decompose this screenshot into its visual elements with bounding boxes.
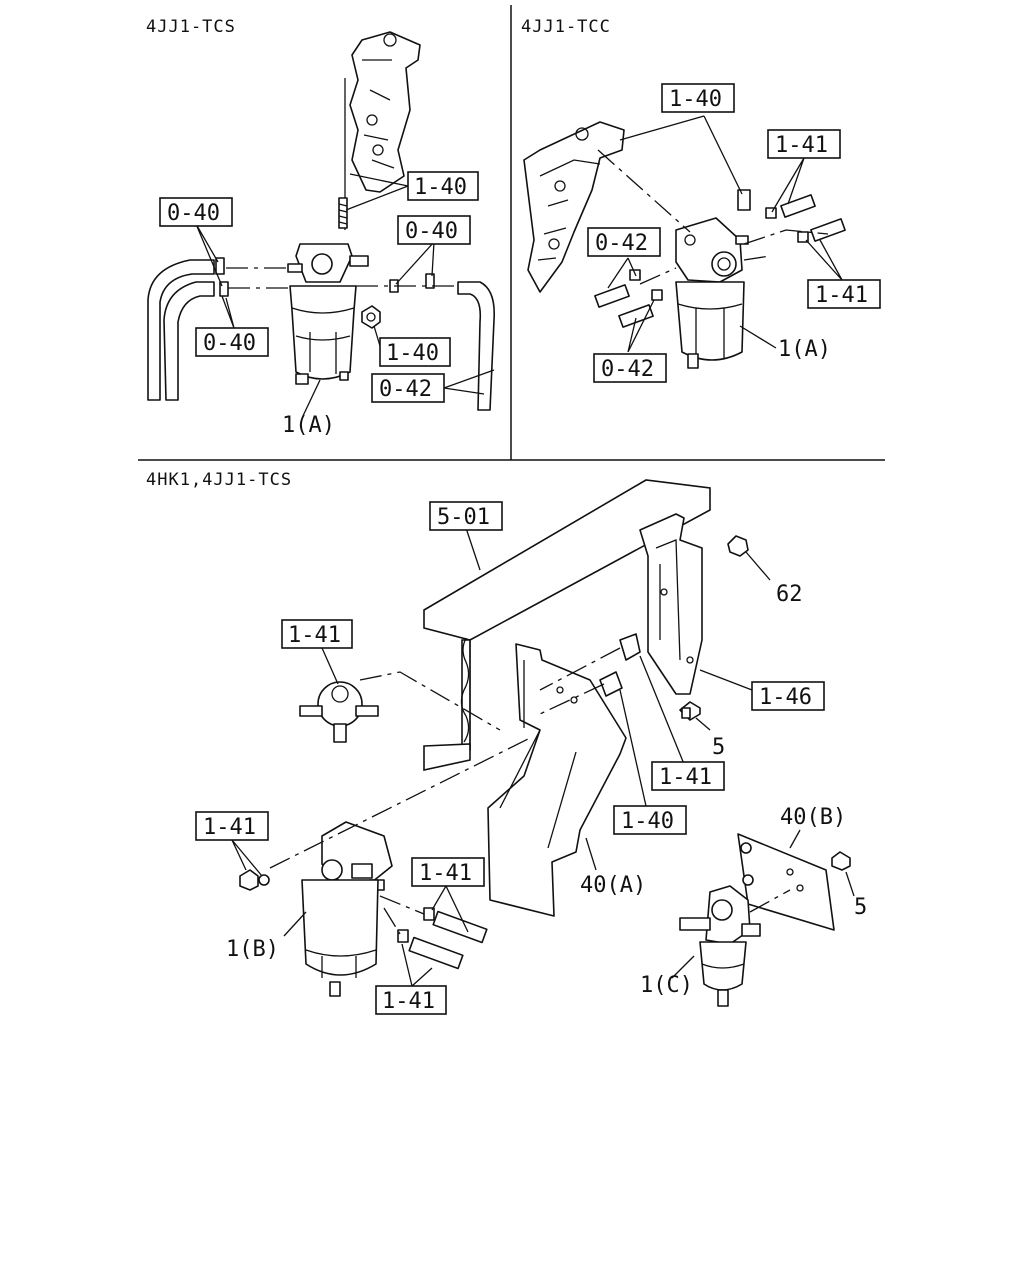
- ref-box-tr-1-40: [661, 83, 735, 113]
- bottom-assembly: [231, 479, 855, 1007]
- ref-box-b-1-41-e: [375, 985, 447, 1015]
- ref-label-b-1-41-d: 1-41: [419, 861, 472, 886]
- part-label-b-1b: 1(B): [226, 937, 279, 962]
- ref-label-tr-1-41-a: 1-41: [775, 133, 828, 158]
- ref-box-b-1-41-c: [195, 811, 269, 841]
- ref-label-tr-1-40: 1-40: [669, 87, 722, 112]
- ref-box-tl-0-40-b: [397, 215, 471, 245]
- ref-box-tr-1-41-b: [807, 279, 881, 309]
- ref-label-b-1-41-a: 1-41: [288, 623, 341, 648]
- ref-label-b-1-40: 1-40: [621, 809, 674, 834]
- ref-box-b-1-46: [751, 681, 825, 711]
- ref-box-tl-0-42: [371, 373, 445, 403]
- ref-box-b-1-40: [613, 805, 687, 835]
- ref-label-b-1-46: 1-46: [759, 685, 812, 710]
- part-label-b-62: 62: [776, 582, 803, 607]
- ref-box-tl-1-40-a: [407, 171, 479, 201]
- ref-label-tl-0-40-b: 0-40: [405, 219, 458, 244]
- ref-label-tl-0-40-c: 0-40: [203, 331, 256, 356]
- part-label-b-5-a: 5: [712, 735, 725, 760]
- ref-label-tl-0-42: 0-42: [379, 377, 432, 402]
- ref-box-b-5-01: [429, 501, 503, 531]
- ref-label-b-5-01: 5-01: [437, 505, 490, 530]
- ref-label-tr-0-42-a: 0-42: [595, 231, 648, 256]
- part-label-tl-1a: 1(A): [282, 413, 335, 438]
- ref-label-b-1-41-c: 1-41: [203, 815, 256, 840]
- ref-label-tl-1-40-a: 1-40: [414, 175, 467, 200]
- part-label-tr-1a: 1(A): [778, 337, 831, 362]
- ref-box-tr-0-42-b: [593, 353, 667, 383]
- section-title-top-right: 4JJ1-TCC: [521, 17, 611, 37]
- ref-box-tl-0-40-c: [195, 327, 269, 357]
- ref-box-tl-1-40-b: [379, 337, 451, 367]
- section-title-bottom: 4HK1,4JJ1-TCS: [146, 470, 292, 490]
- top-left-assembly: [147, 31, 496, 419]
- ref-box-b-1-41-a: [281, 619, 353, 649]
- ref-label-b-1-41-e: 1-41: [382, 989, 435, 1014]
- ref-box-b-1-41-b: [651, 761, 725, 791]
- ref-label-tr-1-41-b: 1-41: [815, 283, 868, 308]
- ref-label-tr-0-42-b: 0-42: [601, 357, 654, 382]
- part-label-b-40a: 40(A): [580, 873, 646, 898]
- ref-box-b-1-41-d: [411, 857, 485, 887]
- ref-box-tl-0-40-a: [159, 197, 233, 227]
- ref-label-b-1-41-b: 1-41: [659, 765, 712, 790]
- top-right-assembly: [523, 115, 846, 369]
- ref-box-tr-0-42-a: [587, 227, 661, 257]
- section-title-top-left: 4JJ1-TCS: [146, 17, 236, 37]
- part-label-b-5-b: 5: [854, 895, 867, 920]
- part-label-b-40b: 40(B): [780, 805, 846, 830]
- ref-box-tr-1-41-a: [767, 129, 841, 159]
- ref-label-tl-1-40-b: 1-40: [386, 341, 439, 366]
- part-label-b-1c: 1(C): [640, 973, 693, 998]
- ref-label-tl-0-40-a: 0-40: [167, 201, 220, 226]
